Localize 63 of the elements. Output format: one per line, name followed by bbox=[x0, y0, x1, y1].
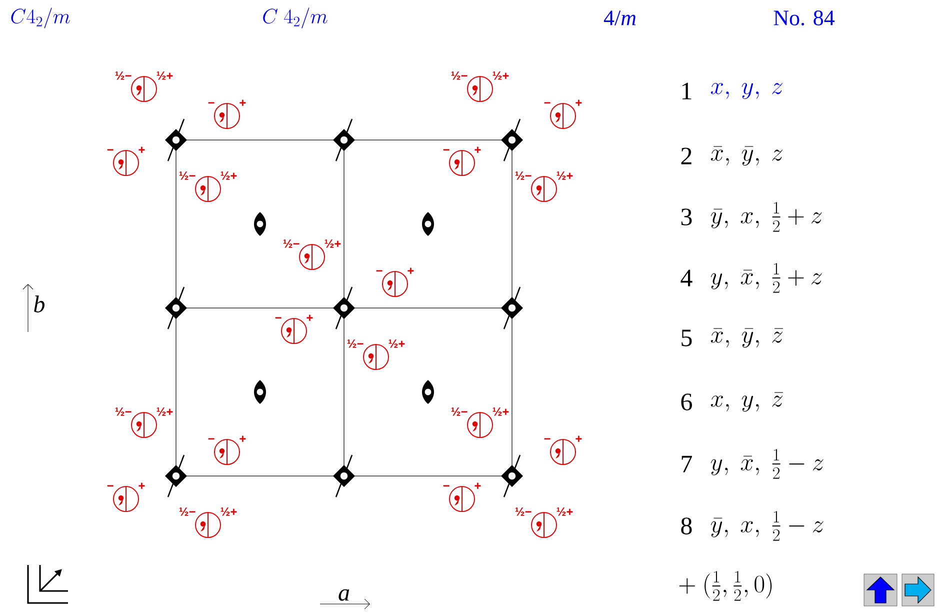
sign-label: + bbox=[474, 146, 481, 153]
sign-label: ½− bbox=[515, 172, 532, 180]
sign-label: ½+ bbox=[220, 172, 237, 180]
sign-label: ½− bbox=[347, 340, 364, 348]
sign-label: + bbox=[138, 146, 145, 153]
sign-label: + bbox=[474, 482, 481, 489]
sign-label: − bbox=[208, 438, 214, 440]
coordinate-triplet: $x,\ y,\ z$ bbox=[710, 82, 783, 100]
sign-label: − bbox=[544, 438, 550, 440]
sign-label: ½− bbox=[115, 72, 132, 80]
coordinate-triplet: $x,\ y,\ \bar{z}$ bbox=[710, 392, 783, 412]
sign-label: ½+ bbox=[556, 508, 573, 516]
sign-label: ½+ bbox=[492, 408, 509, 416]
centering-vector: $+\ (\tfrac{1}{2},\tfrac{1}{2},0)$ bbox=[679, 570, 772, 601]
sign-label: ½+ bbox=[556, 172, 573, 180]
row-number: 5 bbox=[682, 330, 692, 346]
sign-label: ½− bbox=[283, 240, 300, 248]
heading: $C\ 4_{2}/m$ bbox=[263, 8, 328, 28]
row-number: 8 bbox=[681, 518, 692, 534]
sign-label: − bbox=[208, 102, 214, 104]
sign-label: + bbox=[408, 268, 414, 274]
sign-label: − bbox=[443, 485, 450, 486]
sign-label: ½− bbox=[451, 408, 468, 416]
sign-label: + bbox=[576, 436, 582, 442]
coordinate-triplet: $\bar{x},\ \bar{y},\ z$ bbox=[710, 146, 783, 166]
row-number: 3 bbox=[681, 208, 692, 226]
row-number: 6 bbox=[681, 394, 692, 410]
sign-label: ½+ bbox=[492, 72, 509, 80]
row-number: 1 bbox=[682, 82, 692, 100]
sign-label: + bbox=[306, 314, 313, 321]
heading: 4/m bbox=[604, 10, 636, 26]
sign-label: + bbox=[576, 100, 582, 106]
sign-label: − bbox=[107, 149, 114, 150]
sign-label: ½− bbox=[179, 508, 196, 516]
sign-label: + bbox=[138, 482, 145, 489]
sign-label: ½+ bbox=[220, 508, 237, 516]
sign-label: ½+ bbox=[324, 240, 341, 248]
coordinate-triplet: $y,\ \bar{x},\ \tfrac{1}{2}-z$ bbox=[710, 448, 824, 479]
coordinate-triplet: $y,\ \bar{x},\ \tfrac{1}{2}+z$ bbox=[710, 262, 822, 293]
row-number: 4 bbox=[680, 270, 692, 286]
coordinate-triplet: $\bar{y},\ x,\ \tfrac{1}{2}+z$ bbox=[710, 202, 822, 232]
sign-label: ½− bbox=[515, 508, 532, 516]
sign-label: − bbox=[544, 102, 550, 104]
row-number: 7 bbox=[682, 456, 692, 472]
heading: No. 84 bbox=[774, 10, 835, 26]
sign-label: ½− bbox=[115, 408, 132, 416]
row-number: 2 bbox=[681, 148, 692, 164]
sign-label: − bbox=[275, 317, 282, 318]
coordinate-triplet: $\bar{y},\ x,\ \tfrac{1}{2}-z$ bbox=[710, 510, 824, 541]
sign-label: + bbox=[240, 436, 246, 442]
sign-label: ½+ bbox=[156, 72, 173, 80]
sign-label: − bbox=[443, 149, 450, 150]
sign-label: + bbox=[240, 100, 246, 106]
sign-label: ½+ bbox=[388, 340, 405, 348]
heading: $C4_{2}/m$ bbox=[11, 8, 70, 28]
sign-label: ½− bbox=[451, 72, 468, 80]
sign-label: − bbox=[376, 270, 382, 272]
sign-label: ½+ bbox=[156, 408, 173, 416]
axis-label: b bbox=[34, 296, 44, 312]
sign-label: − bbox=[107, 485, 114, 486]
coordinate-triplet: $\bar{x},\ \bar{y},\ \bar{z}$ bbox=[710, 328, 783, 348]
axis-label: a bbox=[338, 589, 350, 601]
sign-label: ½− bbox=[179, 172, 196, 180]
